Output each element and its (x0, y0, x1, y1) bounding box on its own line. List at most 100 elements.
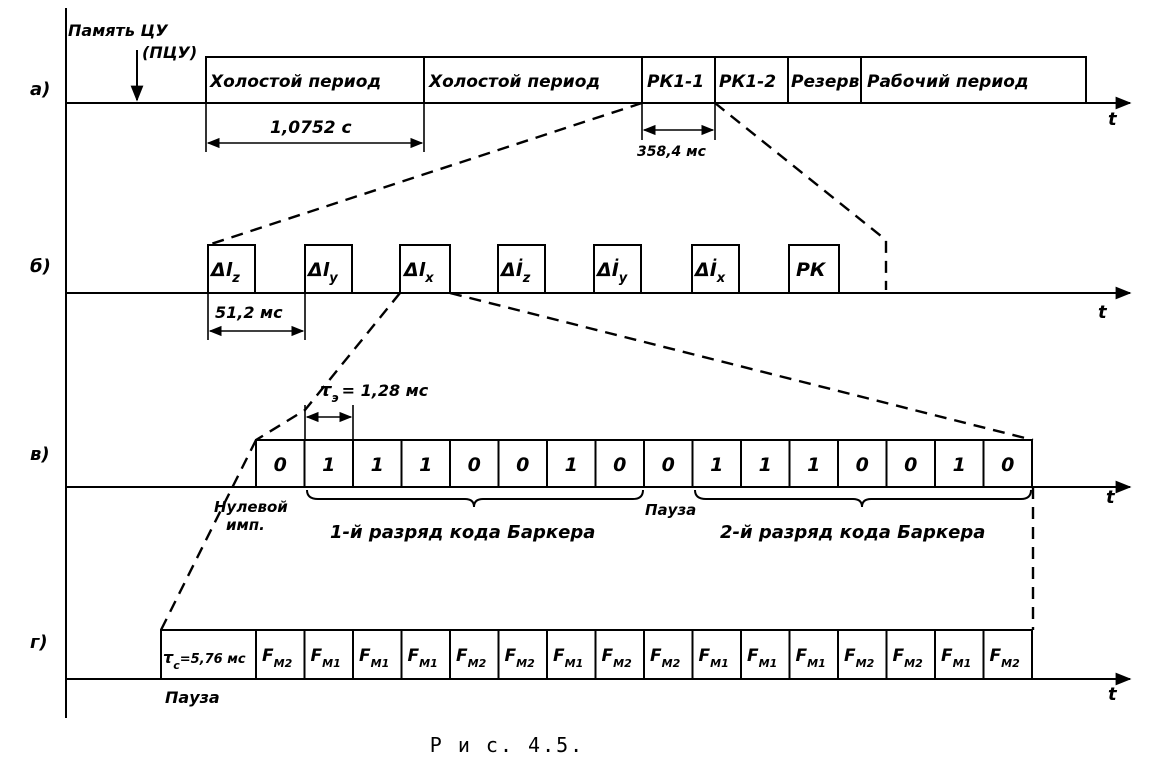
freq-cell (546, 629, 597, 680)
t-label-d: t (1108, 684, 1118, 705)
barker-brace-2 (694, 489, 1032, 508)
freq-label: FM2 (990, 646, 1021, 670)
bit-value: 0 (662, 454, 675, 476)
rk1-1-label: РК1-1 (647, 72, 704, 92)
idle-period-label-1: Холостой период (209, 72, 381, 92)
figure-caption: Р и с. 4.5. (0, 733, 1154, 757)
freq-cell (837, 629, 888, 680)
freq-cell (643, 629, 694, 680)
bit-cell (303, 439, 354, 488)
t-label-c: t (1106, 487, 1116, 508)
reserve-block (787, 56, 862, 104)
freq-cell (691, 629, 742, 680)
freq-label: FM2 (650, 646, 681, 670)
freq-cell (449, 629, 500, 680)
delta-ix-block (691, 244, 740, 294)
freq-label: FM1 (796, 646, 826, 670)
expand-b-c-right (449, 291, 1034, 442)
delta-ix-label: Δİx (693, 257, 726, 286)
delta-lz-label: Δlz (209, 259, 240, 286)
freq-label: FM2 (893, 646, 924, 670)
pause-label-d: Пауза (165, 688, 220, 707)
working-period-label: Рабочий период (867, 72, 1029, 92)
bit-cell (594, 439, 645, 488)
zero-pulse-label-line2: имп. (226, 516, 265, 534)
delta-iy-block (593, 244, 642, 294)
dim-b-label: 51,2 мс (215, 303, 283, 322)
freq-label: FM2 (602, 646, 633, 670)
rk1-2-label: РК1-2 (719, 72, 776, 92)
freq-cell (788, 629, 839, 680)
idle-period-label-2: Холостой период (428, 72, 600, 92)
row-a-blocks: Холостой период Холостой период РК1-1 РК… (205, 56, 1087, 104)
rk1-2-block (714, 56, 789, 104)
tau-e-label: τэ= 1,28 мс (320, 380, 429, 405)
tau-c-label: τc=5,76 мс (163, 648, 246, 672)
memory-label-line2: (ПЦУ) (142, 43, 197, 62)
freq-cell (982, 629, 1033, 680)
bit-value: 0 (1001, 454, 1014, 476)
bit-value: 1 (565, 454, 578, 476)
freq-cell (352, 629, 403, 680)
freq-label: FM1 (311, 646, 341, 670)
memory-label-line1: Память ЦУ (68, 21, 168, 40)
bit-value: 0 (856, 454, 869, 476)
dim-period-label: 1,0752 с (270, 118, 352, 138)
bit-cell (255, 439, 306, 488)
frequency-cells: FM2 FM1 FM1 FM1 FM2 FM2 FM1 FM2 FM2 FM1 FM1 FM1 FM2 F… (255, 629, 1033, 680)
rk-block (788, 244, 840, 294)
bit-value: 1 (710, 454, 723, 476)
row-c-label: в) (30, 444, 50, 465)
bit-value: 0 (274, 454, 287, 476)
bit-value: 1 (419, 454, 432, 476)
delta-iy-label: Δİy (595, 257, 628, 286)
rk-label: РК (796, 259, 827, 281)
barker-brace-1 (306, 489, 644, 508)
freq-cell (934, 629, 985, 680)
freq-cell (885, 629, 936, 680)
freq-label: FM2 (456, 646, 487, 670)
bit-value: 1 (953, 454, 966, 476)
idle-period-block-1 (205, 56, 425, 104)
bit-cell (497, 439, 548, 488)
freq-cell (255, 629, 306, 680)
bit-value: 1 (371, 454, 384, 476)
bit-value: 1 (322, 454, 335, 476)
delta-ly-block (304, 244, 353, 294)
row-b-label: б) (30, 256, 51, 277)
freq-label: FM2 (844, 646, 875, 670)
freq-label: FM1 (408, 646, 438, 670)
row-a-label: а) (30, 79, 50, 100)
expand-a-b-left (207, 101, 643, 247)
row-d-label: г) (30, 632, 48, 653)
bit-value: 1 (759, 454, 772, 476)
bit-value: 1 (807, 454, 820, 476)
freq-label: FM2 (262, 646, 293, 670)
working-period-block (860, 56, 1087, 104)
freq-cell (400, 629, 451, 680)
freq-cell (740, 629, 791, 680)
bit-cell (934, 439, 985, 488)
freq-label: FM1 (359, 646, 389, 670)
delta-iz-block (497, 244, 546, 294)
pause-label-c: Пауза (645, 501, 696, 519)
freq-label: FM1 (553, 646, 583, 670)
bit-cell (740, 439, 791, 488)
freq-label: FM1 (941, 646, 971, 670)
delta-lx-label: Δlx (402, 259, 434, 286)
bit-value: 0 (516, 454, 529, 476)
freq-cell (497, 629, 548, 680)
reserve-label: Резерв (791, 72, 860, 92)
delta-lx-block (399, 244, 451, 294)
barker-digit-2-label: 2-й разряд кода Баркера (720, 522, 985, 543)
row-b-blocks: Δlz Δly Δlx Δİz Δİy Δİx РК (207, 244, 840, 294)
freq-label: FM1 (699, 646, 729, 670)
bit-cell (546, 439, 597, 488)
barker-digit-1-label: 1-й разряд кода Баркера (330, 522, 595, 543)
t-label-b: t (1098, 302, 1108, 323)
freq-label: FM1 (747, 646, 777, 670)
bit-cell (643, 439, 694, 488)
freq-label: FM2 (505, 646, 536, 670)
